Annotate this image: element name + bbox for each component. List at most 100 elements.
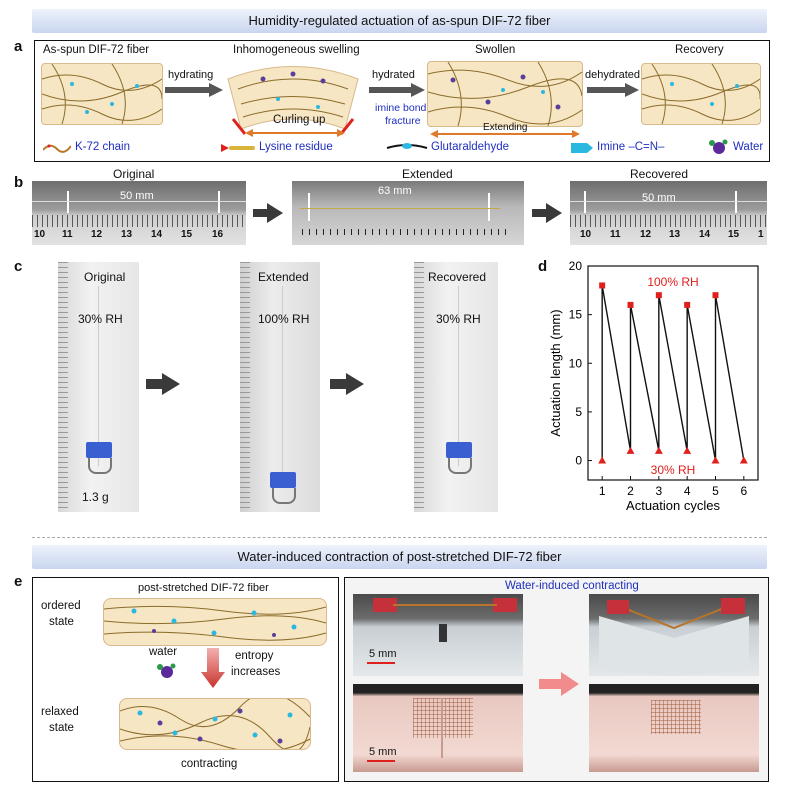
- e-relaxed-1: relaxed: [41, 706, 79, 718]
- c-fiber-2: [282, 286, 283, 486]
- b3-tick: 12: [640, 229, 652, 240]
- c-title-extended: Extended: [258, 270, 309, 284]
- e-contracting: contracting: [181, 758, 238, 770]
- low-rh-point: [598, 456, 607, 464]
- b-arrow-2: [532, 203, 562, 223]
- plot-frame: [587, 265, 759, 481]
- binder-clip-2: [270, 472, 296, 488]
- annotation-100rh: 100% RH: [647, 275, 698, 289]
- extending-label: Extending: [483, 122, 528, 133]
- panel-a-frame: As-spun DIF-72 fiber Inhomogeneous swell…: [34, 40, 770, 162]
- b-length-original: 50 mm: [120, 190, 154, 202]
- g-mesh-2: [651, 700, 701, 734]
- c-arrow-2: [330, 373, 364, 395]
- annotation-30rh: 30% RH: [651, 463, 696, 477]
- panel-c-label: c: [14, 258, 23, 275]
- stage-recovery: Recovery: [675, 44, 724, 56]
- g-gel-slot: [439, 624, 447, 642]
- b1-tick: 15: [181, 229, 193, 240]
- section-divider: [32, 537, 767, 538]
- b-marker-right-3: [735, 191, 737, 213]
- fiber-swollen: [427, 61, 583, 127]
- panel-e-frame: post-stretched DIF-72 fiber ordered stat…: [32, 577, 339, 782]
- legend-lysine: Lysine residue: [259, 141, 333, 153]
- arrow-hydrating: [165, 83, 223, 97]
- bottom-banner: Water-induced contraction of post-stretc…: [32, 545, 767, 569]
- binder-clip-3: [446, 442, 472, 458]
- g-scale-1: 5 mm: [369, 648, 397, 660]
- fiber-curled: [227, 66, 359, 135]
- e-ordered-network: [104, 605, 326, 641]
- g-title: Water-induced contracting: [505, 580, 639, 592]
- g-tissue-cut: [441, 698, 443, 758]
- arrow-dehydrated: [587, 83, 639, 97]
- actuation-line: [601, 285, 745, 461]
- top-banner: Humidity-regulated actuation of as-spun …: [32, 9, 767, 33]
- b1-tick: 16: [212, 229, 224, 240]
- c-rh-original: 30% RH: [78, 312, 123, 326]
- c-mass: 1.3 g: [82, 490, 109, 504]
- g-scale-2: 5 mm: [369, 746, 397, 758]
- legend-k72: K-72 chain: [75, 141, 130, 153]
- e-down-arrow: [201, 648, 225, 688]
- b1-tick: 12: [91, 229, 103, 240]
- b-length-extended: 63 mm: [378, 185, 412, 197]
- high-rh-point: [655, 292, 662, 299]
- legend-imine: Imine –C=N–: [597, 141, 665, 153]
- imine-fracture-line1: imine bonds: [375, 102, 432, 114]
- b-marker-left-2: [308, 193, 310, 221]
- arrow-hydrated: [369, 83, 425, 97]
- b-fiber-1: [32, 201, 246, 202]
- curling-arrow: [245, 129, 345, 137]
- low-rh-point: [711, 456, 720, 464]
- y-tick-label: 5: [575, 405, 582, 419]
- water-molecule-icon: [709, 139, 728, 154]
- g-photo-tissue-after: [589, 684, 759, 772]
- y-tick-label: 15: [569, 308, 583, 322]
- e-entropy-2: increases: [231, 666, 281, 678]
- g-arrow: [539, 672, 579, 696]
- b-title-extended: Extended: [402, 167, 453, 181]
- c-fiber-3: [458, 286, 459, 466]
- g-photo-tissue-before: 5 mm: [353, 684, 523, 772]
- e-entropy-1: entropy: [235, 650, 274, 662]
- low-rh-point: [626, 446, 635, 454]
- g-scalebar-2: [367, 760, 395, 762]
- panel-a-label: a: [14, 38, 23, 55]
- g-photo-gel-after: [589, 594, 759, 676]
- g-clamp-right-1: [493, 598, 517, 612]
- legend-water: Water: [733, 141, 764, 153]
- stage-as-spun: As-spun DIF-72 fiber: [43, 44, 150, 56]
- g-clamp-left-1: [373, 598, 397, 612]
- arrow-dehydrated-label: dehydrated: [585, 69, 641, 81]
- high-rh-point: [684, 301, 691, 308]
- imine-icon: [571, 143, 593, 153]
- panel-g-frame: Water-induced contracting 5 mm 5 mm: [344, 577, 769, 782]
- fiber-network-4: [642, 64, 760, 124]
- e-water-molecule-icon: [157, 663, 176, 678]
- e-fiber-relaxed: [119, 698, 311, 750]
- b3-tick: 15: [728, 229, 740, 240]
- g-mesh-1: [413, 698, 473, 738]
- binder-clip-handle-1: [88, 458, 112, 474]
- b-fiber-2: [300, 208, 500, 209]
- b-fiber-3: [570, 201, 767, 202]
- b-photo-recovered: 50 mm 10 11 12 13 14 15 1: [570, 181, 767, 245]
- b3-tick: 10: [580, 229, 592, 240]
- k72-chain-icon: [43, 144, 71, 153]
- c-rh-extended: 100% RH: [258, 312, 310, 326]
- x-tick-label: 2: [627, 484, 634, 498]
- b-ruler-ticks-3: [570, 215, 767, 227]
- b3-tick: 13: [669, 229, 681, 240]
- b3-tick: 1: [758, 229, 764, 240]
- b-marker-left-3: [584, 191, 586, 213]
- binder-clip-1: [86, 442, 112, 458]
- y-tick-label: 10: [569, 356, 583, 370]
- c-photo-original: Original 30% RH 1.3 g: [58, 262, 139, 512]
- low-rh-point: [739, 456, 748, 464]
- curling-up-label: Curling up: [273, 114, 326, 126]
- b-marker-right-2: [488, 193, 490, 221]
- b-photo-extended: 63 mm: [292, 181, 524, 245]
- panel-d-label: d: [538, 258, 548, 275]
